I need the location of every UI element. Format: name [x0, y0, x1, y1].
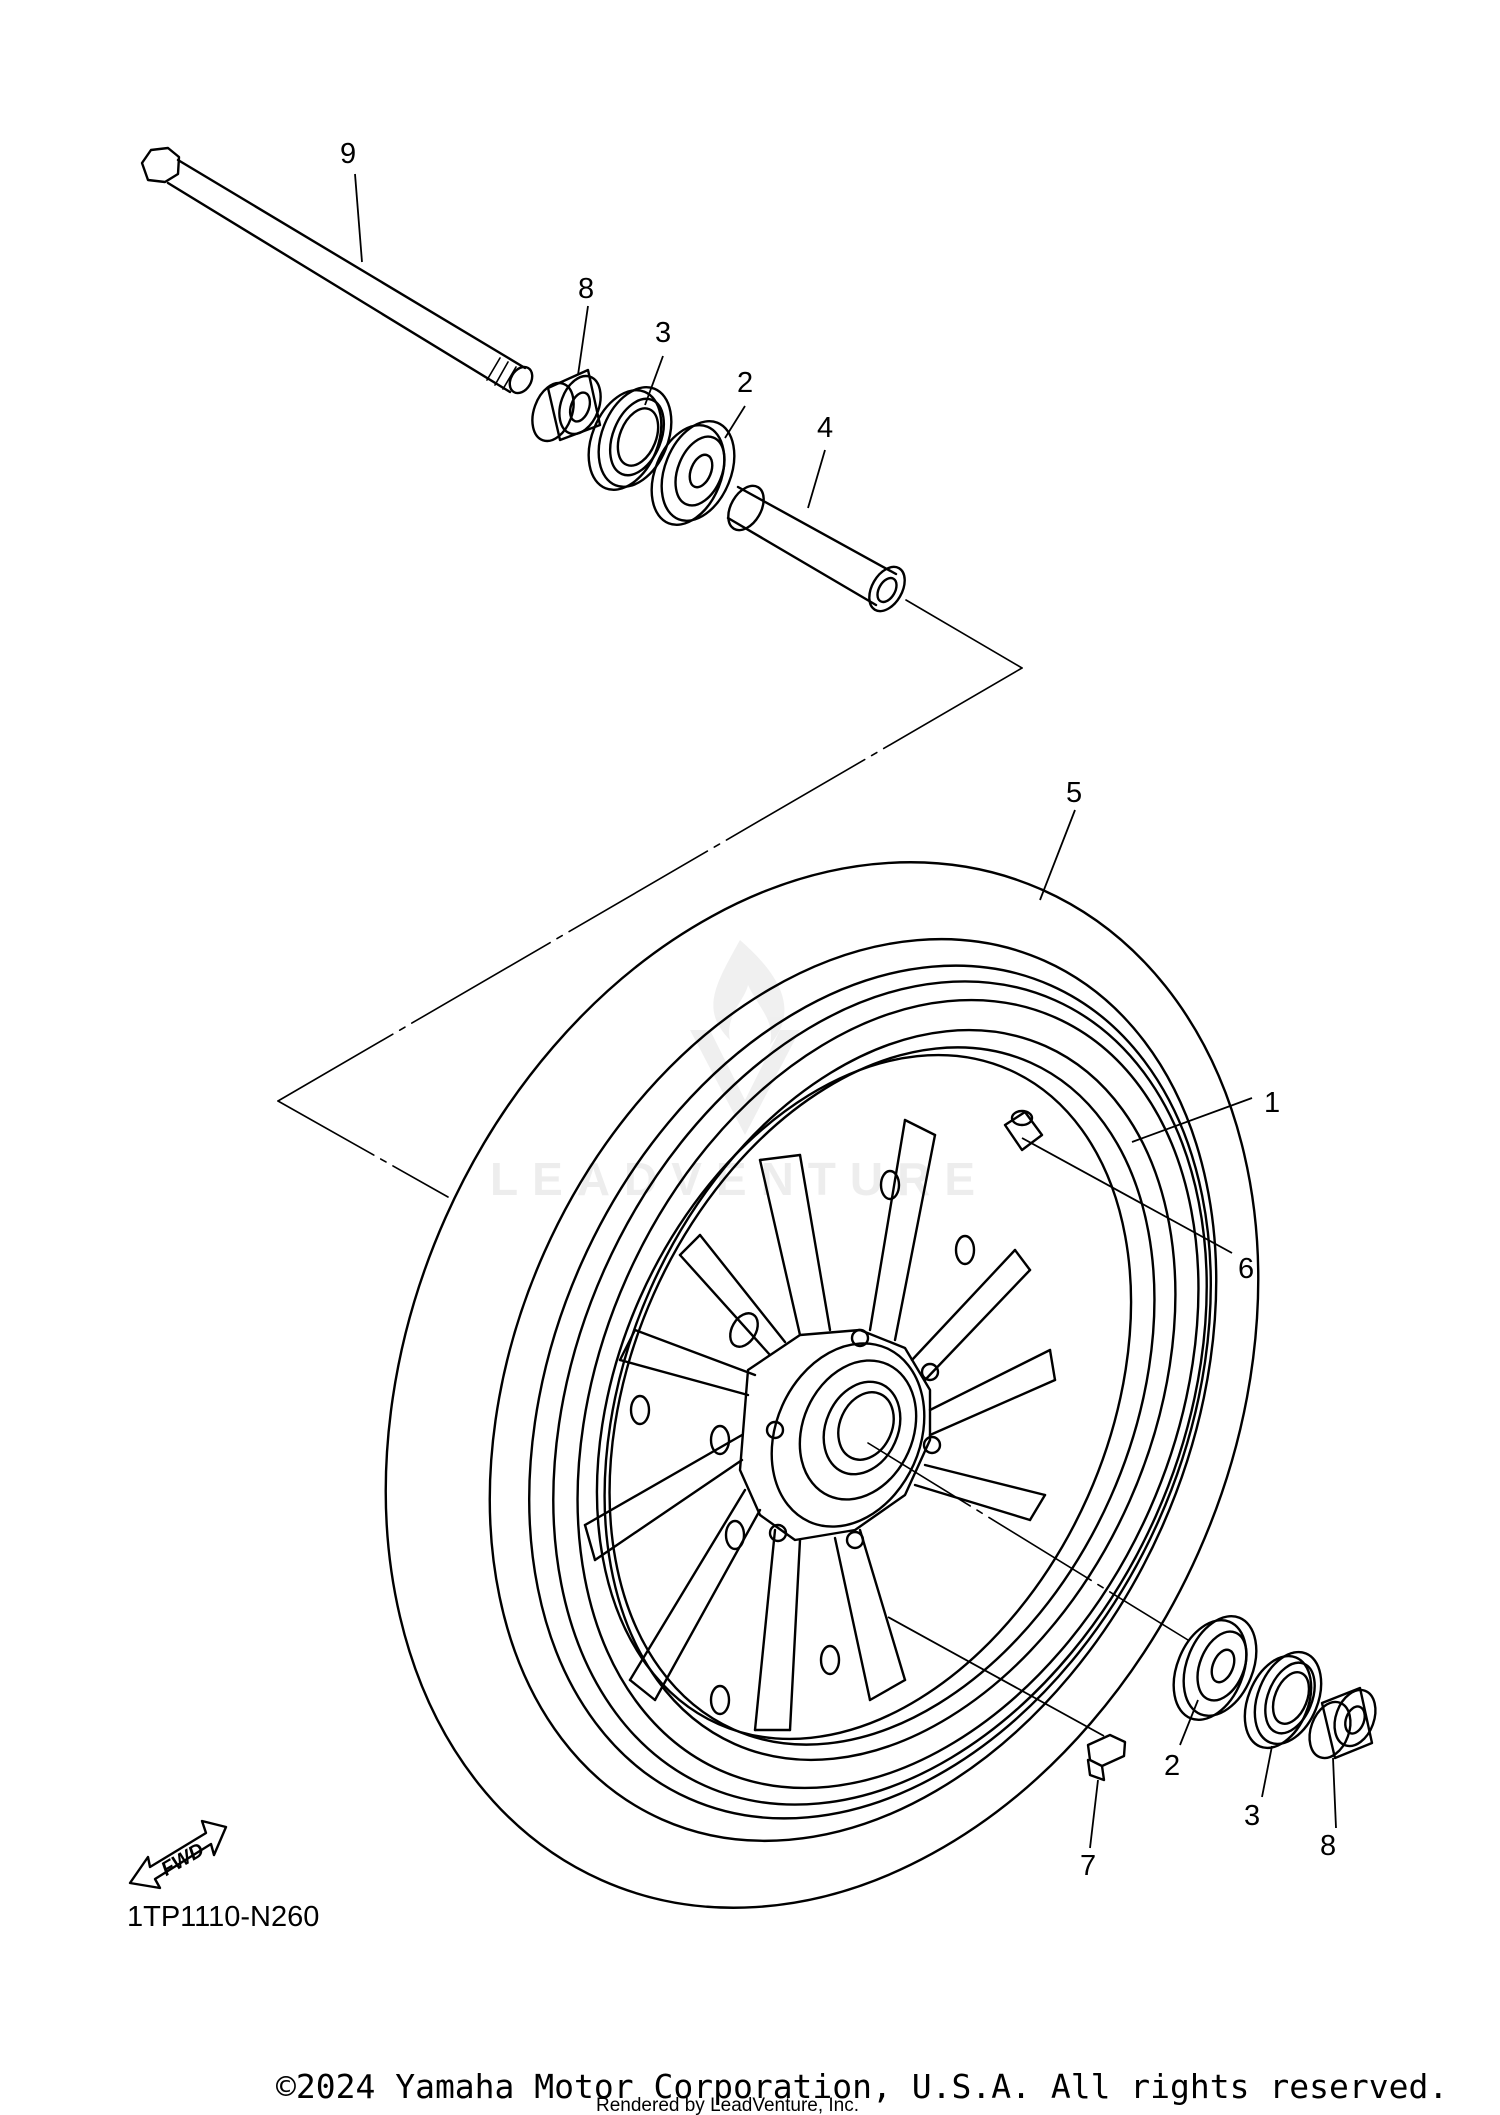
callout-collar-top: 8: [578, 273, 594, 305]
axle: [140, 146, 534, 395]
wheel-assembly: [384, 861, 1260, 1909]
collar-bottom: [1308, 1686, 1377, 1760]
callout-valve: 6: [1238, 1253, 1254, 1285]
hub: [738, 1328, 942, 1550]
diagram-code: 1TP1110-N260: [127, 1901, 319, 1933]
balance-weight: [1086, 1733, 1127, 1782]
copyright-text: ©2024 Yamaha Motor Corporation, U.S.A. A…: [276, 2067, 1448, 2106]
callout-collar-bottom: 8: [1320, 1830, 1336, 1862]
callout-balance-weight: 7: [1080, 1850, 1096, 1882]
callouts: 9 8 3 2 4 5 1 6 2 3 8 7: [340, 138, 1336, 1882]
callout-spacer: 4: [817, 412, 833, 444]
rendered-by-text: Rendered by LeadVenture, Inc.: [596, 2095, 859, 2115]
callout-oil-seal-top: 3: [655, 317, 671, 349]
fwd-label: FWD: [158, 1839, 208, 1881]
collar-top: [531, 368, 602, 443]
valve: [1003, 1109, 1044, 1152]
watermark-logo: LEADVENTURE: [490, 940, 975, 1205]
oil-seal-bottom: [1243, 1650, 1323, 1750]
bearing-bottom: [1172, 1615, 1258, 1721]
spokes: [583, 1118, 1057, 1732]
fwd-arrow-icon: FWD: [128, 1819, 228, 1890]
oil-seal-top: [587, 386, 673, 491]
callout-oil-seal-bottom: 3: [1244, 1800, 1260, 1832]
callout-wheel: 1: [1264, 1087, 1280, 1119]
spacer: [726, 484, 906, 613]
callout-bearing-bottom: 2: [1164, 1750, 1180, 1782]
callout-bearing-top: 2: [737, 367, 753, 399]
centerline: [277, 599, 1189, 1641]
bearing-top: [650, 420, 736, 526]
callout-axle: 9: [340, 138, 356, 170]
leader-lines: [354, 173, 1337, 1849]
callout-tire: 5: [1066, 777, 1082, 809]
